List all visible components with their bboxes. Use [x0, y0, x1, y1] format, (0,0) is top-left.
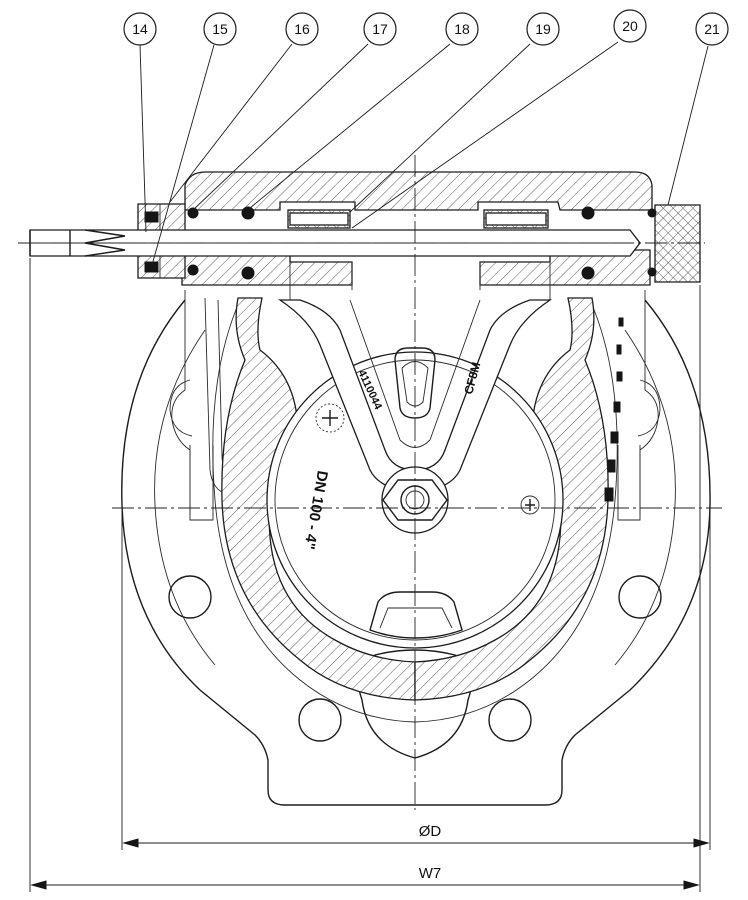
balloon-17: 17 — [192, 12, 397, 211]
svg-text:14: 14 — [132, 21, 148, 37]
diameter-dimension: ØD — [121, 500, 711, 850]
body-wall-section — [221, 297, 416, 701]
balloon-21: 21 — [667, 12, 729, 206]
diameter-label: ØD — [419, 823, 442, 840]
balloon-14: 14 — [123, 12, 157, 233]
svg-text:17: 17 — [372, 21, 388, 37]
width-label: W7 — [419, 865, 442, 882]
balloon-18: 18 — [249, 12, 479, 209]
cover-assembly — [29, 171, 701, 300]
bolt-hole — [298, 698, 342, 742]
svg-text:18: 18 — [454, 21, 470, 37]
position-scale — [604, 317, 624, 502]
svg-text:15: 15 — [212, 21, 228, 37]
bolt-hole — [488, 698, 532, 742]
svg-text:20: 20 — [622, 18, 638, 34]
width-dimension: W7 — [29, 258, 701, 892]
balloon-15: 15 — [151, 12, 237, 266]
svg-text:19: 19 — [535, 21, 551, 37]
cover-section — [184, 171, 653, 211]
bolt-hole — [168, 575, 212, 619]
coupling-block — [654, 204, 701, 283]
bolt-hole — [618, 575, 662, 619]
balloon-20: 20 — [351, 9, 647, 229]
balloon-19: 19 — [349, 12, 560, 213]
svg-text:16: 16 — [294, 21, 310, 37]
balloon-16: 16 — [169, 12, 319, 203]
svg-text:21: 21 — [704, 21, 720, 37]
body-wall-section — [414, 297, 609, 701]
